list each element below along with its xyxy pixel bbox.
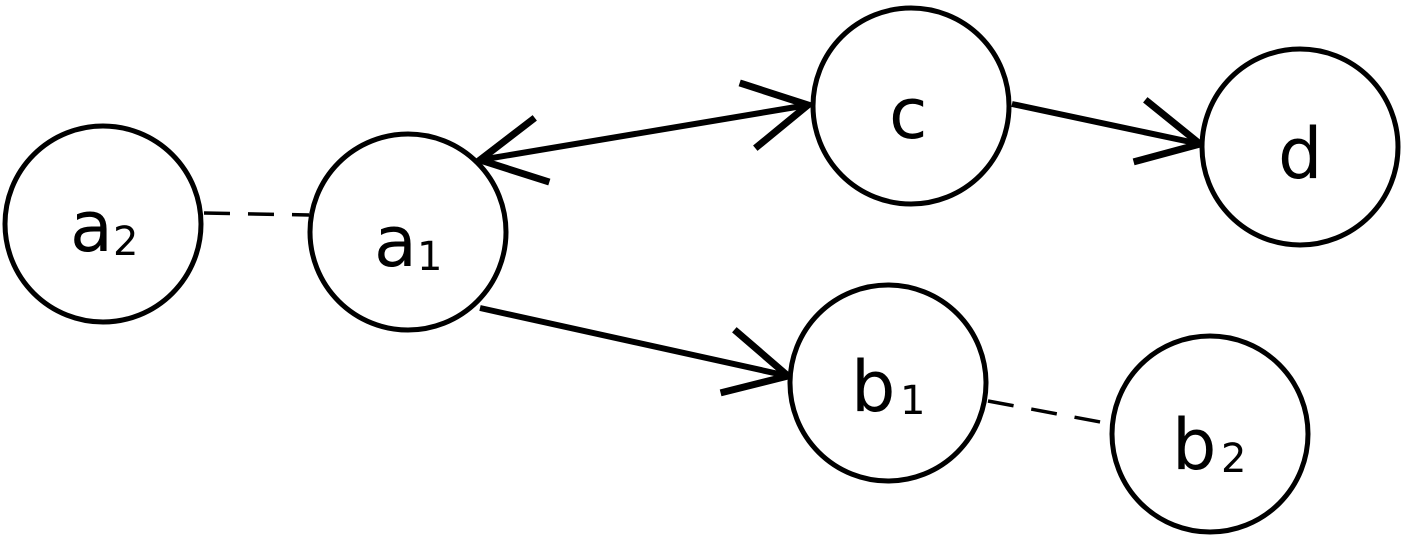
node-d-circle [1199,46,1401,248]
arrowhead-a1-c-end [738,79,816,151]
node-d-label: d [1278,113,1322,195]
edge-b1-b2 [987,399,1112,426]
node-d: d [1199,46,1401,248]
node-c-label: c [889,73,928,155]
node-b2: b 2 [1109,333,1311,535]
node-b2-circle [1109,333,1311,535]
node-b2-label: b [1172,404,1216,486]
node-b1: b 1 [787,282,989,484]
edge-a1-b1 [479,305,789,379]
arrowhead-a1-c-start [472,115,551,186]
node-a1-subscript: 1 [417,234,442,280]
node-b1-label: b [851,346,895,428]
node-c-circle [810,5,1012,207]
edge-a1-c [479,102,809,163]
edge-c-d [1011,101,1201,147]
edge-a2-a1 [203,211,310,217]
node-a1-label: a [374,201,417,283]
node-a1: a 1 [307,131,509,333]
node-a2: a 2 [2,123,204,325]
nodes-layer: a 2 a 1 c d b 1 b 2 [2,5,1401,535]
node-b2-subscript: 2 [1221,436,1246,482]
node-a2-circle [2,123,204,325]
node-a2-label: a [70,186,113,268]
node-a2-subscript: 2 [113,219,138,265]
node-c: c [810,5,1012,207]
node-a1-circle [307,131,509,333]
node-b1-subscript: 1 [900,378,925,424]
node-b1-circle [787,282,989,484]
